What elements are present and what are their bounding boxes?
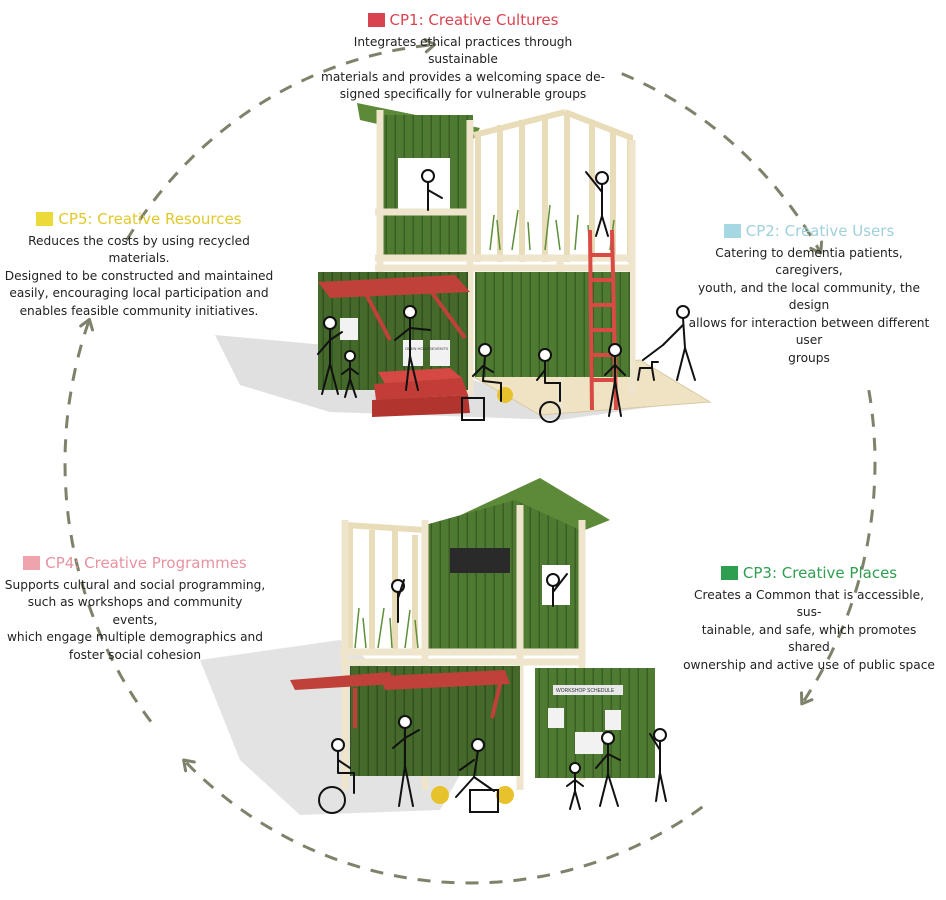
people-figures (317, 169, 696, 423)
notice-paper (575, 732, 603, 754)
principle-description: Integrates ethical practices through sus… (320, 34, 606, 102)
notice-paper (548, 708, 564, 728)
principle-title: CP3: Creative Places (720, 563, 898, 583)
window-opening (450, 548, 510, 573)
notice-paper (340, 318, 358, 340)
notice-paper (403, 340, 423, 366)
upper-right-module (425, 500, 580, 655)
workshop-schedule-text: WORKSHOP SCHEDULE (556, 688, 615, 694)
color-swatch (23, 556, 41, 570)
awning (290, 672, 395, 690)
lower-right-module (475, 272, 630, 377)
cycle-arrowhead (79, 317, 94, 332)
title-text: CP3: Creative Places (742, 564, 898, 582)
principle-title: CP4: Creative Programmes (23, 553, 247, 573)
principle-cp2: CP2: Creative Users Catering to dementia… (680, 221, 938, 367)
principle-description: Supports cultural and social programming… (4, 577, 266, 662)
color-swatch (720, 566, 738, 580)
cycle-arrowhead (182, 758, 196, 773)
people-figures (318, 573, 667, 814)
upper-left-frame (344, 522, 426, 655)
window-opening (398, 158, 450, 210)
principle-cp3: CP3: Creative Places Creates a Common th… (683, 563, 935, 674)
notice-paper (430, 340, 450, 366)
principle-description: Creates a Common that is accessible, sus… (683, 587, 935, 672)
title-text: CP4: Creative Programmes (45, 554, 247, 572)
principle-cp5: CP5: Creative Resources Reduces the cost… (4, 209, 274, 320)
principle-title: CP2: Creative Users (723, 221, 895, 241)
cycle-arrowhead (423, 37, 437, 54)
color-swatch (367, 13, 385, 27)
principle-title: CP1: Creative Cultures (367, 10, 559, 30)
principle-description: Reduces the costs by using recycled mate… (4, 233, 274, 318)
cycle-arc (800, 389, 877, 705)
title-text: CP2: Creative Users (745, 222, 895, 240)
principle-description: Catering to dementia patients, caregiver… (688, 245, 930, 365)
title-text: CP5: Creative Resources (58, 210, 242, 228)
cycle-arc (621, 72, 823, 254)
title-text: CP1: Creative Cultures (389, 11, 559, 29)
red-steps (372, 368, 470, 417)
awning (380, 670, 510, 690)
workshop-board (553, 685, 623, 695)
notice-paper (605, 710, 621, 730)
sign-open-hours: OPEN HOURS (405, 346, 432, 351)
color-swatch (36, 212, 54, 226)
plants (354, 607, 419, 649)
cycle-arrowhead (809, 240, 824, 255)
cycle-arrowhead (800, 691, 814, 706)
cycle-arc (125, 43, 435, 242)
principle-title: CP5: Creative Resources (36, 209, 242, 229)
roof (450, 478, 610, 533)
principle-cp4: CP4: Creative Programmes Supports cultur… (4, 553, 266, 664)
principle-cp1: CP1: Creative Cultures Integrates ethica… (318, 10, 608, 104)
sign-events: EVENTS (432, 346, 448, 351)
color-swatch (723, 224, 741, 238)
